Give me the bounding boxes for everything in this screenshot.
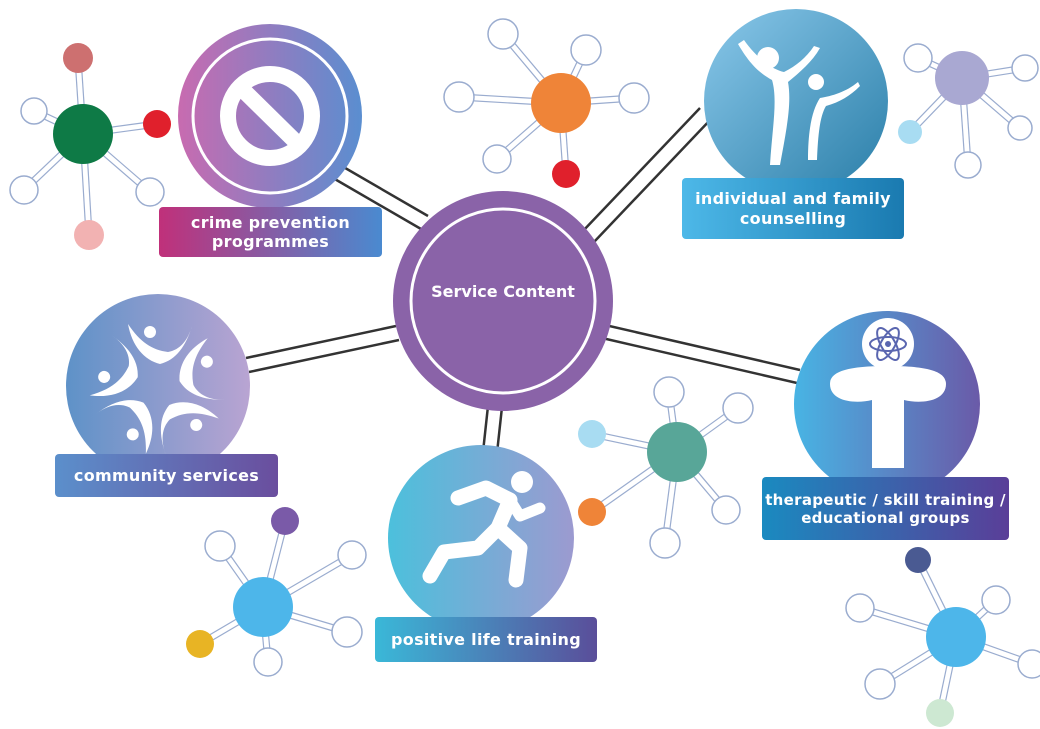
molecule-atom: [981, 585, 1011, 615]
molecule-core: [647, 422, 707, 482]
community-services-label: community services: [73, 465, 260, 485]
molecule-atom: [722, 392, 754, 424]
molecule-atom: [954, 151, 982, 179]
molecule-atom: [905, 547, 931, 573]
molecule-atom: [845, 593, 875, 623]
molecule-atom: [443, 81, 475, 113]
molecule-atom: [898, 120, 922, 144]
counselling-label: individual and family counselling: [695, 189, 891, 228]
molecule-core: [233, 577, 293, 637]
crime-prevention-label: crime prevention programmes: [190, 212, 351, 251]
therapeutic-groups-label: therapeutic / skill training / education…: [765, 490, 1006, 527]
molecule-core: [53, 104, 113, 164]
molecule-atom: [204, 530, 236, 562]
molecule-atom: [186, 630, 214, 658]
molecule-atom: [570, 34, 602, 66]
molecule-atom: [552, 160, 580, 188]
molecule-decorations: [9, 18, 1040, 727]
connector-lines: [245, 107, 801, 454]
center-node: [393, 191, 613, 411]
molecule-atom: [337, 540, 367, 570]
running-person-icon: [422, 471, 546, 588]
crime-prevention-node: [178, 24, 362, 208]
molecule-atom: [618, 82, 650, 114]
therapeutic-node: [794, 311, 980, 497]
positive-life-training-label: positive life training: [391, 629, 581, 649]
community-people-icon: [89, 324, 226, 455]
counselling-node: [704, 9, 888, 193]
molecule-core: [531, 73, 591, 133]
molecule-core: [926, 607, 986, 667]
molecule-atom: [331, 616, 363, 648]
molecule-atom: [578, 420, 606, 448]
molecule-atom: [578, 498, 606, 526]
molecule-core: [935, 51, 989, 105]
molecule-atom: [711, 495, 741, 525]
parent-child-icon: [738, 40, 860, 165]
prohibited-icon: [220, 66, 320, 166]
molecule-atom: [253, 647, 283, 677]
molecule-atom: [74, 220, 104, 250]
molecule-atom: [20, 97, 48, 125]
molecule-atom: [487, 18, 519, 50]
molecule-atom: [1007, 115, 1033, 141]
molecule-atom: [1011, 54, 1039, 82]
molecule-atom: [482, 144, 512, 174]
molecule-atom: [903, 43, 933, 73]
molecule-atom: [271, 507, 299, 535]
community-node: [66, 294, 250, 478]
molecule-atom: [864, 668, 896, 700]
molecule-atom: [653, 376, 685, 408]
molecule-atom: [926, 699, 954, 727]
center-title: Service Content: [431, 282, 575, 301]
positive-life-node: [388, 445, 574, 631]
molecule-atom: [63, 43, 93, 73]
molecule-atom: [1017, 649, 1040, 679]
molecule-atom: [143, 110, 171, 138]
molecule-atom: [135, 177, 165, 207]
molecule-atom: [9, 175, 39, 205]
molecule-atom: [649, 527, 681, 559]
atom-head-person-icon: [830, 318, 946, 468]
label-backgrounds: [55, 178, 1009, 662]
